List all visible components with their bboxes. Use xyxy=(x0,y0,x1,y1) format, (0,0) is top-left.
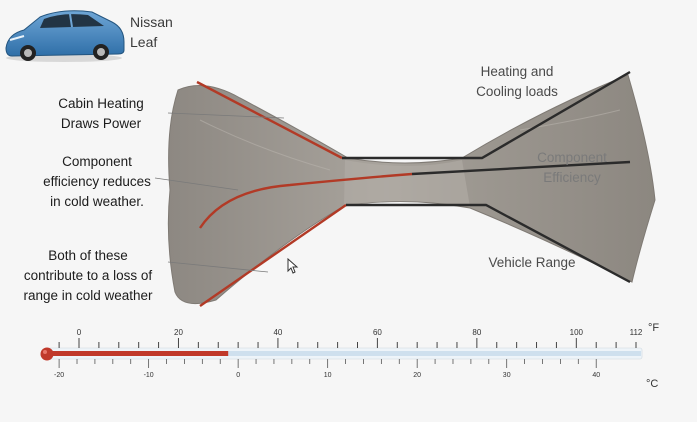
thermometer: 0 20 40 60 80 100 112 -20 -10 0 10 20 30 40 xyxy=(40,328,643,379)
efficiency-line xyxy=(198,160,631,229)
fahrenheit-unit: °F xyxy=(648,322,660,334)
fahrenheit-tick-label: 60 xyxy=(373,328,382,337)
vehicle-range-label: Vehicle Range xyxy=(488,255,576,270)
both-contribute-label: Both of these contribute to a loss of ra… xyxy=(14,246,162,306)
heating-line2: Cooling loads xyxy=(476,84,558,99)
heating-cooling-label: Heating and Cooling loads xyxy=(462,62,572,102)
fahrenheit-scale: 0 20 40 60 80 100 112 xyxy=(58,328,643,348)
car-title: Nissan Leaf xyxy=(130,12,173,52)
fahrenheit-tick-label: 80 xyxy=(472,328,481,337)
mouse-cursor-icon xyxy=(287,258,299,274)
celsius-tick-label: 30 xyxy=(503,372,511,379)
fahrenheit-tick-label: 40 xyxy=(273,328,282,337)
component-efficiency-label: Component efficiency reduces in cold wea… xyxy=(34,152,160,212)
label-pointers xyxy=(154,112,285,273)
fahrenheit-tick-label: 20 xyxy=(174,328,183,337)
both-line1: Both of these xyxy=(48,248,128,263)
car-title-line1: Nissan xyxy=(130,14,173,30)
celsius-tick-label: 40 xyxy=(592,372,600,379)
thermometer-bulb xyxy=(40,347,54,361)
component-line2: efficiency reduces xyxy=(43,174,151,189)
celsius-tick-label: -10 xyxy=(144,372,154,379)
fahrenheit-tick-label: 0 xyxy=(77,328,82,337)
range-line xyxy=(199,203,631,307)
celsius-tick-label: -20 xyxy=(54,372,64,379)
cabin-heating-line1: Cabin Heating xyxy=(58,96,144,111)
car-image xyxy=(5,10,125,62)
heating-line1: Heating and xyxy=(480,64,554,79)
thermometer-red-fill xyxy=(48,351,229,356)
car-title-line2: Leaf xyxy=(130,34,158,50)
efficiency-line1: Component xyxy=(537,150,607,165)
component-efficiency-right-label: Component Efficiency xyxy=(522,148,622,188)
celsius-tick-label: 10 xyxy=(324,372,332,379)
cabin-heating-line2: Draws Power xyxy=(60,116,142,131)
cabin-heating-label: Cabin Heating Draws Power xyxy=(36,94,166,134)
celsius-tick-label: 20 xyxy=(413,372,421,379)
efficiency-line2: Efficiency xyxy=(543,170,601,185)
celsius-scale: -20 -10 0 10 20 30 40 xyxy=(54,359,600,379)
fahrenheit-tick-label: 100 xyxy=(570,328,584,337)
celsius-tick-label: 0 xyxy=(236,372,240,379)
thermometer-cold-fill xyxy=(213,351,641,356)
heating-line xyxy=(196,70,631,160)
both-line3: range in cold weather xyxy=(23,288,153,303)
both-line2: contribute to a loss of xyxy=(23,268,153,283)
celsius-unit: °C xyxy=(646,378,659,390)
component-line3: in cold weather. xyxy=(50,194,144,209)
fahrenheit-tick-label: 112 xyxy=(630,328,643,337)
component-line1: Component xyxy=(62,154,132,169)
